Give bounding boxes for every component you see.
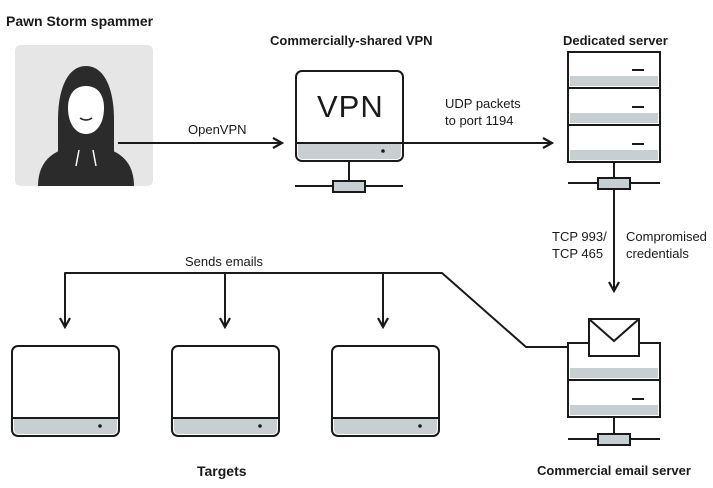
vpn-monitor [295, 70, 404, 193]
tcp-label-1: TCP 993/ [552, 229, 607, 244]
edge-sends-emails [65, 272, 568, 348]
credentials-label-2: credentials [626, 246, 689, 261]
udp-label-2: to port 1194 [445, 113, 514, 128]
target-monitor-1 [11, 345, 120, 437]
sends-emails-label: Sends emails [185, 254, 264, 269]
credentials-label-1: Compromised [626, 229, 707, 244]
vpn-screen-text: VPN [317, 89, 384, 124]
email-server [567, 318, 661, 446]
email-server-label: Commercial email server [537, 463, 691, 478]
openvpn-label: OpenVPN [188, 122, 247, 137]
spammer-avatar [15, 45, 153, 186]
target-monitor-3 [331, 345, 440, 437]
dedicated-server [567, 51, 661, 190]
target-monitor-2 [171, 345, 280, 437]
targets-label: Targets [197, 463, 247, 479]
spammer-label: Pawn Storm spammer [6, 13, 154, 29]
udp-label-1: UDP packets [445, 96, 521, 111]
vpn-label: Commercially-shared VPN [270, 33, 433, 48]
dedicated-server-label: Dedicated server [563, 33, 668, 48]
tcp-label-2: TCP 465 [552, 246, 604, 261]
